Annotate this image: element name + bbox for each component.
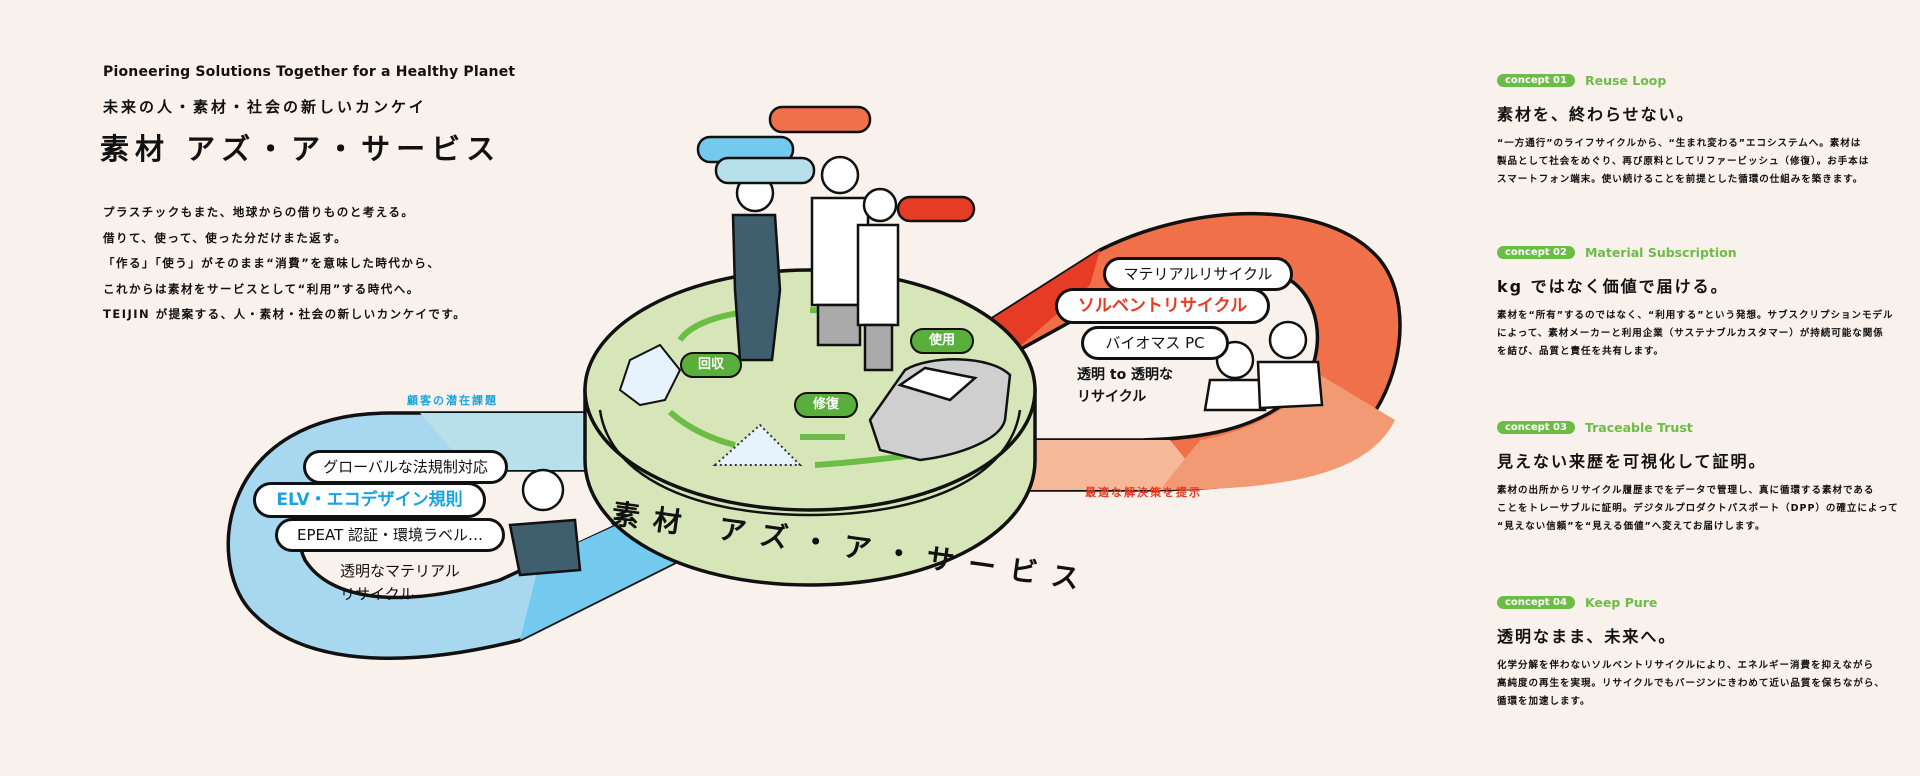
body-line: 製品として社会をめぐり、再び原料としてリファービッシュ（修復）。お手本は [1497, 156, 1870, 167]
left-note: 透明なマテリアル リサイクル [340, 560, 460, 606]
concept-body: 化学分解を伴わないソルベントリサイクルにより、エネルギー消費を抑えながら高純度の… [1497, 657, 1907, 711]
right-note-line: リサイクル [1077, 389, 1147, 405]
step-repair: 修復 [794, 392, 858, 418]
scientist-man-figure [810, 155, 870, 347]
left-note-line: リサイクル [340, 585, 415, 603]
body-line: 化学分解を伴わないソルベントリサイクルにより、エネルギー消費を抑えながら [1497, 660, 1874, 671]
concept-badge: concept 02 [1497, 246, 1575, 259]
subtitle: 未来の人・素材・社会の新しいカンケイ [103, 98, 427, 116]
intro-line: プラスチックもまた、地球からの借りものと考える。 [103, 205, 415, 219]
body-line: スマートフォン端末。使い続けることを前提とした循環の仕組みを築きます。 [1497, 174, 1864, 185]
concept-body: 素材の出所からリサイクル履歴までをデータで管理し、真に循環する素材であることをト… [1497, 482, 1907, 536]
businessman-figure [731, 173, 782, 362]
body-line: 素材の出所からリサイクル履歴までをデータで管理し、真に循環する素材である [1497, 485, 1875, 496]
right-caption: 最適な解決策を提示 [1085, 486, 1202, 499]
thinking-businessman-figure [508, 468, 582, 577]
bubble-epeat: EPEAT 認証・環境ラベル… [275, 518, 505, 552]
concept-badge: concept 03 [1497, 421, 1575, 434]
concept-body: 素材を“所有”するのではなく、“利用する”という発想。サブスクリプションモデルに… [1497, 307, 1907, 361]
bubble-elv-ecodesign: ELV・エコデザイン規則 [253, 482, 486, 518]
left-caption: 顧客の潜在課題 [407, 394, 498, 407]
step-collect: 回収 [680, 352, 742, 378]
speech-bubbles [696, 105, 976, 223]
paper-scrap-icon [618, 343, 682, 407]
body-line: 素材を“所有”するのではなく、“利用する”という発想。サブスクリプションモデル [1497, 310, 1894, 321]
step-use: 使用 [910, 328, 974, 354]
concept-heading: kg ではなく価値で届ける。 [1497, 277, 1729, 296]
body-line: 循環を加速します。 [1497, 696, 1591, 707]
concept-title: Reuse Loop [1584, 73, 1667, 88]
concept-03: concept 03 Traceable Trust 見えない来歴を可視化して証明… [1497, 417, 1907, 536]
bubble-solvent-recycle: ソルベントリサイクル [1055, 288, 1270, 324]
pellet-pile-icon [712, 423, 803, 466]
right-note-line: 透明 to 透明な [1077, 367, 1174, 383]
concept-badge: concept 01 [1497, 74, 1575, 87]
intro-line: 「作る」「使う」がそのまま“消費”を意味した時代から、 [103, 256, 441, 270]
scientists-pair-figure [1203, 320, 1324, 412]
body-line: 高純度の再生を実現。リサイクルでもバージンにきわめて近い品質を保ちながら、 [1497, 678, 1885, 689]
body-line: ことをトレーサブルに証明。デジタルプロダクトパスポート（DPP）の確立によって [1497, 503, 1899, 514]
page-title: 素材 アズ・ア・サービス [100, 132, 502, 166]
concept-title: Keep Pure [1584, 595, 1658, 610]
intro-line: これからは素材をサービスとして“利用”する時代へ。 [103, 281, 420, 296]
body-line: “見えない信頼”を“見える価値”へ変えてお届けします。 [1497, 521, 1766, 532]
concept-02: concept 02 Material Subscription kg ではなく価… [1497, 242, 1907, 361]
concept-heading: 素材を、終わらせない。 [1497, 105, 1695, 124]
bubble-material-recycle: マテリアルリサイクル [1103, 257, 1293, 291]
car-icon [868, 358, 1012, 462]
concept-04: concept 04 Keep Pure 透明なまま、未来へ。 化学分解を伴わない… [1497, 592, 1907, 711]
concept-title: Traceable Trust [1584, 420, 1693, 435]
right-red-loop [987, 212, 1402, 492]
left-note-line: 透明なマテリアル [340, 562, 460, 580]
bubble-global-regulation: グローバルな法規制対応 [303, 450, 508, 484]
concept-01: concept 01 Reuse Loop 素材を、終わらせない。 “一方通行”の… [1497, 70, 1907, 189]
body-line: によって、素材メーカーと利用企業（サステナブルカスタマー）が持続可能な関係 [1497, 328, 1884, 339]
concept-title: Material Subscription [1584, 245, 1737, 260]
body-line: “一方通行”のライフサイクルから、“生まれ変わる”エコシステムへ。素材は [1497, 138, 1862, 149]
body-line: を結び、品質と責任を共有します。 [1497, 346, 1665, 357]
concept-body: “一方通行”のライフサイクルから、“生まれ変わる”エコシステムへ。素材は製品とし… [1497, 135, 1907, 189]
tagline: Pioneering Solutions Together for a Heal… [103, 64, 516, 80]
right-note: 透明 to 透明な リサイクル [1077, 364, 1173, 408]
bubble-biomass-pc: バイオマス PC [1081, 326, 1229, 360]
concept-heading: 透明なまま、未来へ。 [1497, 627, 1677, 646]
intro-line: TEIJIN が提案する、人・素材・社会の新しいカンケイです。 [103, 307, 467, 321]
scientist-woman-figure [856, 187, 900, 372]
concept-heading: 見えない来歴を可視化して証明。 [1497, 452, 1767, 471]
intro-line: 借りて、使って、使った分だけまた返す。 [103, 230, 348, 245]
intro-text: プラスチックもまた、地球からの借りものと考える。 借りて、使って、使った分だけま… [103, 200, 466, 328]
concept-badge: concept 04 [1497, 596, 1575, 609]
